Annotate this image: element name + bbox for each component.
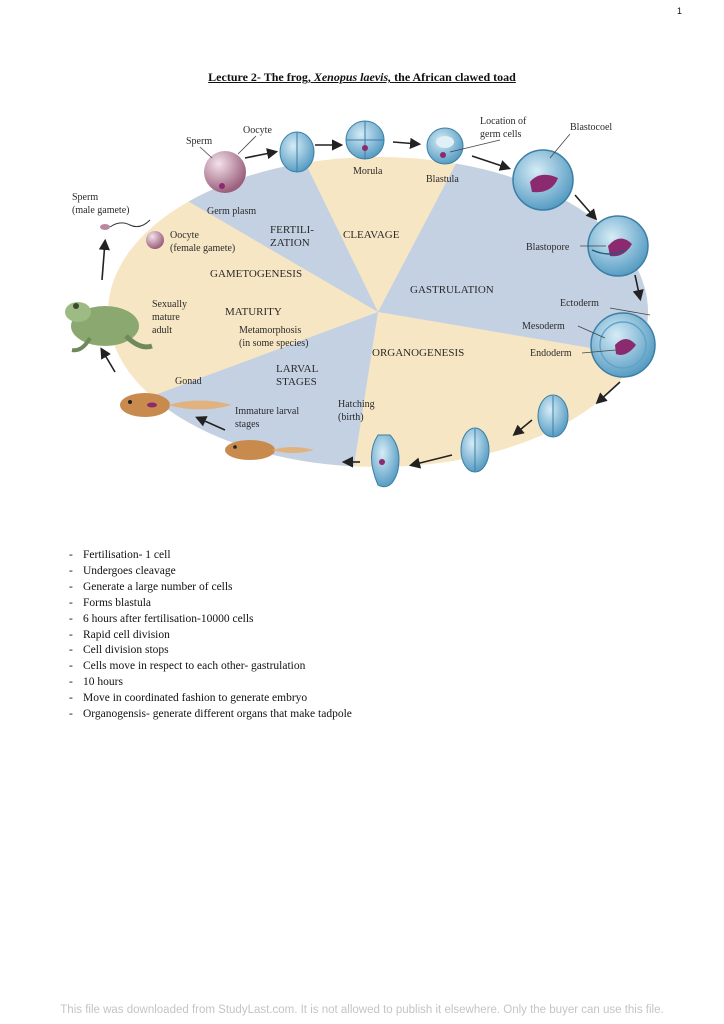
list-item: Fertilisation- 1 cell (66, 548, 352, 564)
gonad-tadpole-icon (120, 393, 232, 417)
blastocoel-embryo-icon (512, 149, 574, 211)
label-adult-3: adult (152, 325, 172, 336)
label-immature-1: Immature larval (235, 406, 299, 417)
germ-plasm-dot (219, 183, 225, 189)
label-germ-plasm: Germ plasm (207, 206, 256, 217)
label-sperm-male-2: (male gamete) (72, 205, 129, 216)
label-blastula: Blastula (426, 174, 459, 185)
label-sperm: Sperm (186, 136, 212, 147)
cycle-arrows (98, 137, 644, 469)
hatching-embryo-icon (371, 434, 400, 488)
label-maturity: MATURITY (225, 306, 282, 318)
label-morula: Morula (353, 166, 383, 177)
blastula-icon (426, 127, 464, 165)
oocyte-icon (204, 151, 246, 193)
list-item: 10 hours (66, 675, 352, 691)
list-item: Move in coordinated fashion to generate … (66, 691, 352, 707)
list-item: Organogensis- generate different organs … (66, 707, 352, 723)
title-prefix: Lecture 2- The frog, (208, 70, 311, 84)
label-oocyte-female-1: Oocyte (170, 230, 199, 241)
label-sperm-male-1: Sperm (72, 192, 98, 203)
label-blastopore: Blastopore (526, 242, 570, 253)
label-location-1: Location of (480, 116, 527, 127)
list-item: Generate a large number of cells (66, 580, 352, 596)
blastopore-embryo-icon (587, 215, 649, 277)
label-organogenesis: ORGANOGENESIS (372, 347, 464, 359)
list-item: Forms blastula (66, 596, 352, 612)
label-gonad: Gonad (175, 376, 202, 387)
label-ectoderm: Ectoderm (560, 298, 599, 309)
adult-frog-icon (65, 302, 153, 353)
list-item: 6 hours after fertilisation-10000 cells (66, 612, 352, 628)
label-gametogenesis: GAMETOGENESIS (210, 268, 302, 280)
leader-lines (199, 133, 651, 354)
label-larval-1: LARVAL (276, 363, 319, 375)
label-endoderm: Endoderm (530, 348, 572, 359)
label-hatching-2: (birth) (338, 412, 364, 423)
page-title: Lecture 2- The frog, Xenopus laevis, the… (0, 70, 724, 85)
list-item: Undergoes cleavage (66, 564, 352, 580)
neurula-embryo-icon (537, 394, 569, 438)
label-location-2: germ cells (480, 129, 521, 140)
label-fertilization-2: ZATION (270, 237, 310, 249)
label-metamorphosis-2: (in some species) (239, 338, 308, 349)
download-notice-footer: This file was downloaded from StudyLast.… (60, 1004, 664, 1016)
label-fertilization-1: FERTILI- (270, 224, 314, 236)
list-item: Cell division stops (66, 643, 352, 659)
sperm-male-gamete-icon (100, 219, 151, 230)
morula-icon (345, 120, 385, 160)
small-oocyte-icon (146, 231, 164, 249)
germ-layers-embryo-icon (590, 312, 656, 378)
label-gastrulation: GASTRULATION (410, 284, 494, 296)
label-oocyte: Oocyte (243, 125, 272, 136)
page-number: 1 (676, 6, 682, 16)
label-hatching-1: Hatching (338, 399, 375, 410)
bullet-list: Fertilisation- 1 cell Undergoes cleavage… (66, 548, 352, 723)
title-suffix: the African clawed toad (394, 70, 516, 84)
frog-life-cycle-diagram: FERTILI- ZATION CLEAVAGE GAMETOGENESIS G… (65, 116, 656, 488)
label-cleavage: CLEAVAGE (343, 229, 400, 241)
stage-labels: FERTILI- ZATION CLEAVAGE GAMETOGENESIS G… (210, 224, 494, 388)
label-metamorphosis-1: Metamorphosis (239, 325, 301, 336)
label-oocyte-female-2: (female gamete) (170, 243, 235, 254)
structure-labels: Sperm Oocyte Morula Blastula Location of… (72, 116, 612, 430)
title-species: Xenopus laevis, (313, 70, 392, 84)
label-adult-2: mature (152, 312, 180, 323)
label-immature-2: stages (235, 419, 260, 430)
label-adult-1: Sexually (152, 299, 187, 310)
sector-gastrulation (378, 157, 648, 380)
list-item: Rapid cell division (66, 628, 352, 644)
two-cell-embryo-icon (279, 131, 315, 173)
immature-tadpole-icon (225, 440, 314, 460)
label-blastocoel: Blastocoel (570, 122, 612, 133)
label-larval-2: STAGES (276, 376, 317, 388)
list-item: Cells move in respect to each other- gas… (66, 659, 352, 675)
label-mesoderm: Mesoderm (522, 321, 565, 332)
tailbud-embryo-icon (460, 427, 490, 473)
